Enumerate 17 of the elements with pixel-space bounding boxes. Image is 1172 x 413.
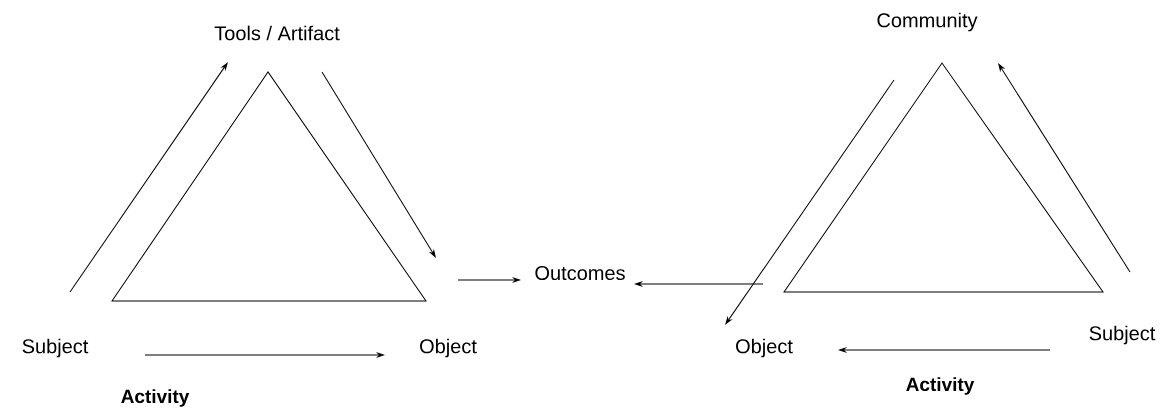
arrow [998,63,1131,273]
node-label: Community [877,12,978,32]
arrow [321,71,436,258]
arrow [144,352,384,358]
arrow [839,347,1051,353]
arrow [725,79,895,325]
caption-label: Activity [121,389,190,407]
node-label: Object [420,338,477,358]
arrow [69,62,228,293]
arrow [457,277,520,283]
node-label: Object [736,338,793,358]
node-label: Subject [1089,325,1156,345]
node-label: Tools / Artifact [214,25,340,41]
node-label: Outcomes [535,265,625,281]
caption-label: Activity [906,377,975,395]
node-label: Subject [22,338,89,358]
arrow [635,281,764,287]
